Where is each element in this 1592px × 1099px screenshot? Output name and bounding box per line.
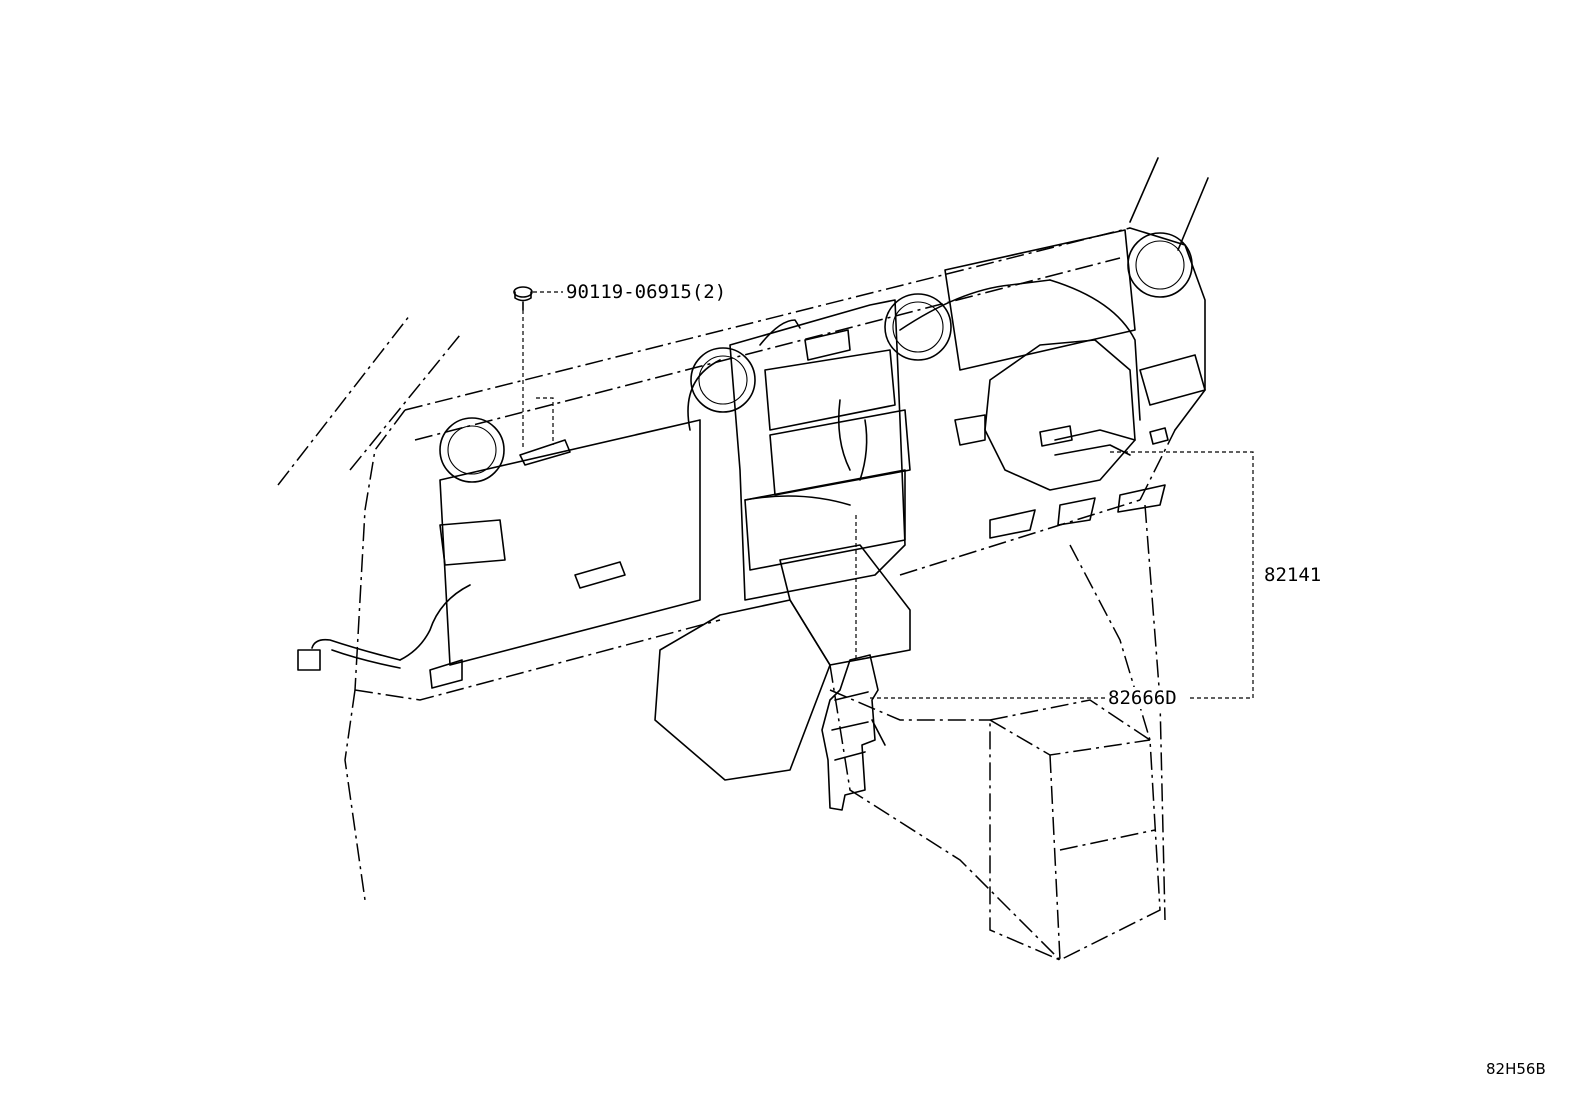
relay-bracket [821, 654, 886, 811]
drawing-code: 82H56B [1486, 1060, 1546, 1078]
bolt-part-number: 90119-06915(2) [566, 281, 727, 303]
bolt-icon [513, 286, 533, 311]
bracket-part-number: 82666D [1108, 687, 1177, 709]
floor-console [829, 664, 1161, 961]
harness-part-number: 82141 [1264, 564, 1322, 586]
leader-lines [522, 291, 1254, 699]
instrument-panel [344, 227, 1206, 921]
wiring-harness [297, 279, 1169, 671]
left-pillar [277, 314, 461, 486]
right-pillar [1129, 157, 1209, 251]
